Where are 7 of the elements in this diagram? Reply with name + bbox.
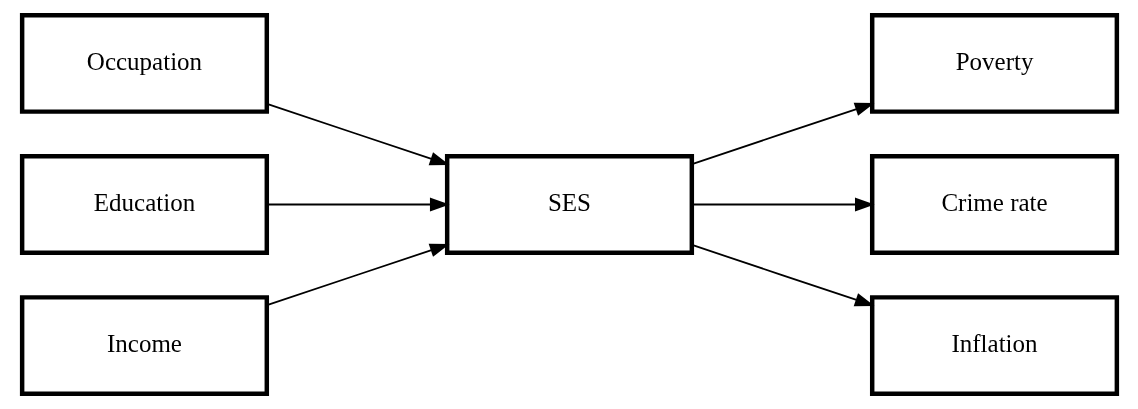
node-box: Education (19, 154, 269, 255)
node-box: SES (444, 154, 694, 255)
node-box: Income (19, 295, 269, 397)
node-box: Crime rate (869, 154, 1119, 255)
node-box: Inflation (869, 295, 1119, 397)
node-box: Poverty (869, 12, 1119, 114)
node-box: Occupation (19, 12, 269, 114)
